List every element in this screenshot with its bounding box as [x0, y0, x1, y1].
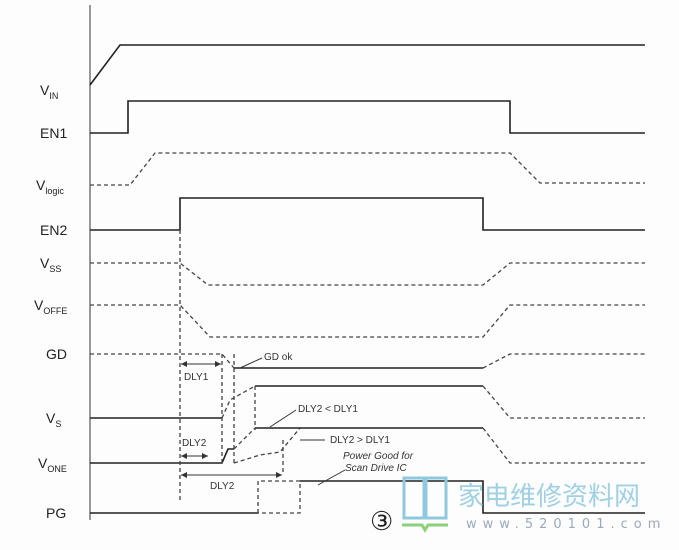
signal-labels: VIN EN1 Vlogic EN2 VSS VOFFE GD VS VONE …	[34, 82, 67, 521]
annotation-dly2-short: DLY2	[182, 438, 207, 449]
label-vone: VONE	[38, 455, 67, 474]
figure-number: ③	[370, 507, 393, 536]
label-gd: GD	[46, 346, 67, 362]
label-en2: EN2	[40, 222, 67, 238]
label-vlogic: Vlogic	[36, 177, 64, 196]
annotation-dly1: DLY1	[184, 372, 209, 383]
label-vin: VIN	[40, 82, 58, 101]
waveform-vin	[89, 44, 645, 86]
dimension-arrows	[181, 357, 346, 486]
waveform-pg-box	[257, 480, 301, 514]
waveform-vone-ramp-a	[233, 427, 256, 450]
waveform-vone-low	[90, 448, 234, 464]
annotation-dly2-long: DLY2	[210, 481, 235, 492]
waveform-vs-off	[482, 385, 645, 419]
watermark-title: 家电维修资料网	[458, 482, 640, 512]
annotation-power-good-2: Scan Drive IC	[345, 463, 407, 474]
label-en1: EN1	[40, 125, 67, 141]
waveform-vone-ramp-b	[233, 427, 301, 464]
label-vss: VSS	[40, 255, 61, 274]
waveform-vlogic	[90, 152, 645, 186]
waveform-gd-off	[482, 353, 645, 369]
waveform-voffe	[90, 304, 645, 338]
annotation-dly2-lt-dly1: DLY2 < DLY1	[298, 404, 358, 415]
watermark: 家电维修资料网 www.520101.com	[402, 476, 666, 533]
annotation-power-good-1: Power Good for	[343, 451, 414, 462]
annotation-gd-ok: GD ok	[264, 352, 293, 363]
label-vs: VS	[46, 410, 61, 429]
reference-lines	[179, 230, 284, 500]
watermark-url: www.520101.com	[466, 517, 666, 532]
waveform-en1	[90, 100, 645, 134]
waveform-vs-ramp	[221, 385, 256, 419]
waveform-vss	[90, 262, 645, 286]
waveform-pg-high	[300, 480, 645, 514]
label-voffe: VOFFE	[34, 297, 67, 316]
annotation-dly2-gt-dly1: DLY2 > DLY1	[330, 435, 390, 446]
waveform-vone-off	[482, 427, 645, 464]
waveform-en2	[90, 197, 645, 231]
book-logo-icon	[402, 476, 448, 533]
label-pg: PG	[46, 505, 66, 521]
waveform-gd-high	[90, 353, 235, 369]
